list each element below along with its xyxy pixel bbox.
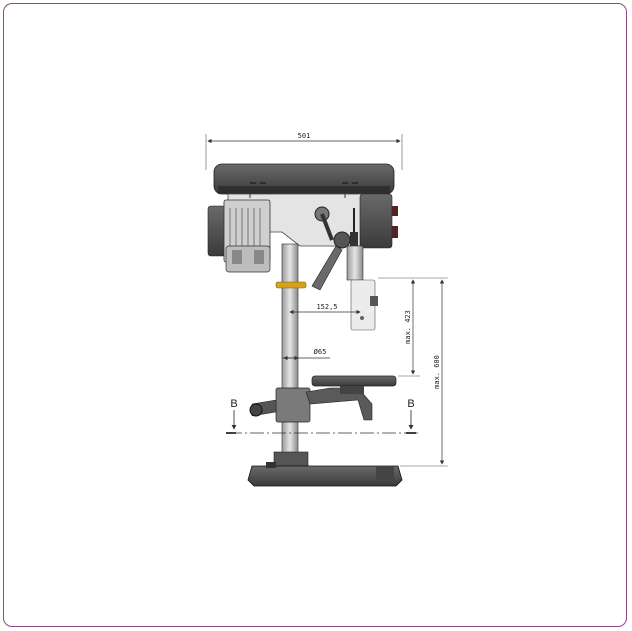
base [247,451,403,487]
stroke-dimension: max. 423 [378,277,448,377]
column [275,243,307,463]
motor [207,199,271,273]
width-dimension: 501 [205,132,403,170]
drawing-frame [3,3,627,627]
width-dimension-label: 501 [298,132,311,140]
spindle [346,245,378,331]
section-marker-right: B [407,398,414,410]
reach-dimension: 152,5 [289,303,361,315]
height-dimension-label: max. 600 [433,355,441,389]
column-diameter-label: Ø65 [314,348,327,356]
stroke-dimension-label: max. 423 [404,310,412,344]
reach-dimension-label: 152,5 [316,303,337,311]
table-assembly [249,375,397,423]
section-marker-left: B [230,398,237,410]
column-diameter-dimension: Ø65 [282,348,330,361]
height-dimension: max. 600 [400,279,448,467]
section-line-b: B B [226,398,418,434]
